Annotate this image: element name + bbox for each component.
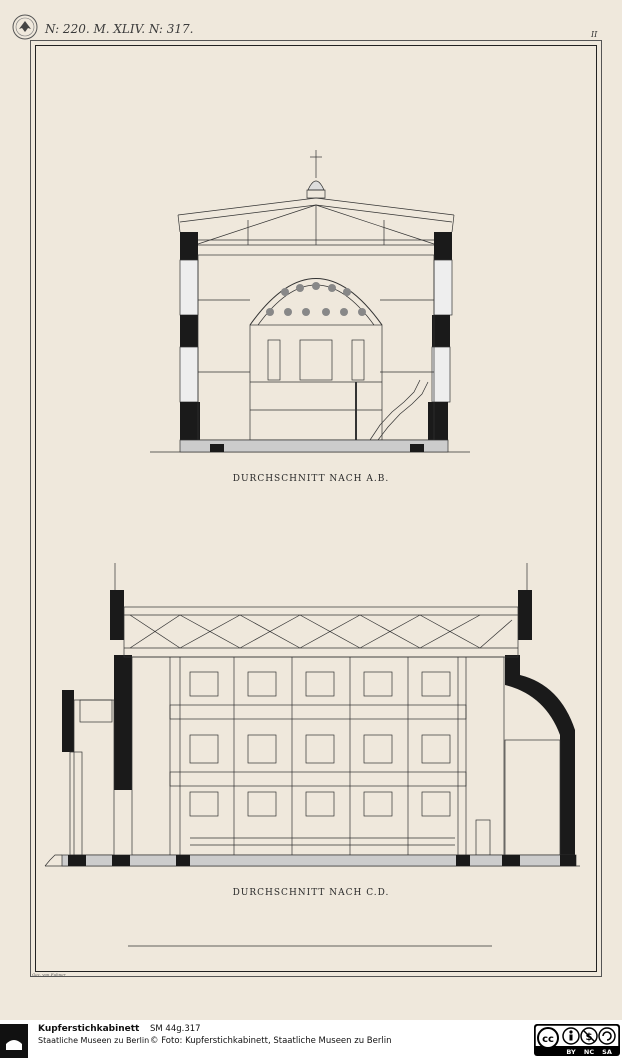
drawing-frame [35,45,597,972]
smb-logo-icon [0,1024,28,1058]
license-nc-label: NC [584,1048,594,1056]
section-cd [44,563,580,867]
section-ab [150,150,470,453]
license-sa-label: SA [602,1048,612,1056]
svg-text:cc: cc [542,1034,554,1045]
svg-text:$: $ [586,1032,593,1043]
museum-stamp-icon [12,14,38,40]
credit-footer: Kupferstichkabinett Staatliche Museen zu… [0,1020,622,1064]
institution-name: Kupferstichkabinett [38,1024,140,1034]
photo-credit: © Foto: Kupferstichkabinett, Staatliche … [150,1036,392,1046]
institution-subtitle: Staatliche Museen zu Berlin [38,1036,150,1045]
architectural-section-drawing [44,150,580,947]
archive-reference: N: 220. M. XLIV. N: 317. [45,22,194,36]
maker-note: Gez. von Fuhner [32,972,66,977]
creative-commons-icon[interactable]: cc $ BY NC SA [534,1024,620,1056]
inventory-number: SM 44g.317 [150,1024,201,1034]
caption-section-cd: DURCHSCHNITT NACH C.D. [232,888,390,898]
sheet-number: II [591,30,598,39]
license-by-label: BY [566,1048,576,1056]
caption-section-ab: DURCHSCHNITT NACH A.B. [232,474,390,484]
drawing-sheet: N: 220. M. XLIV. N: 317. II [12,14,598,977]
